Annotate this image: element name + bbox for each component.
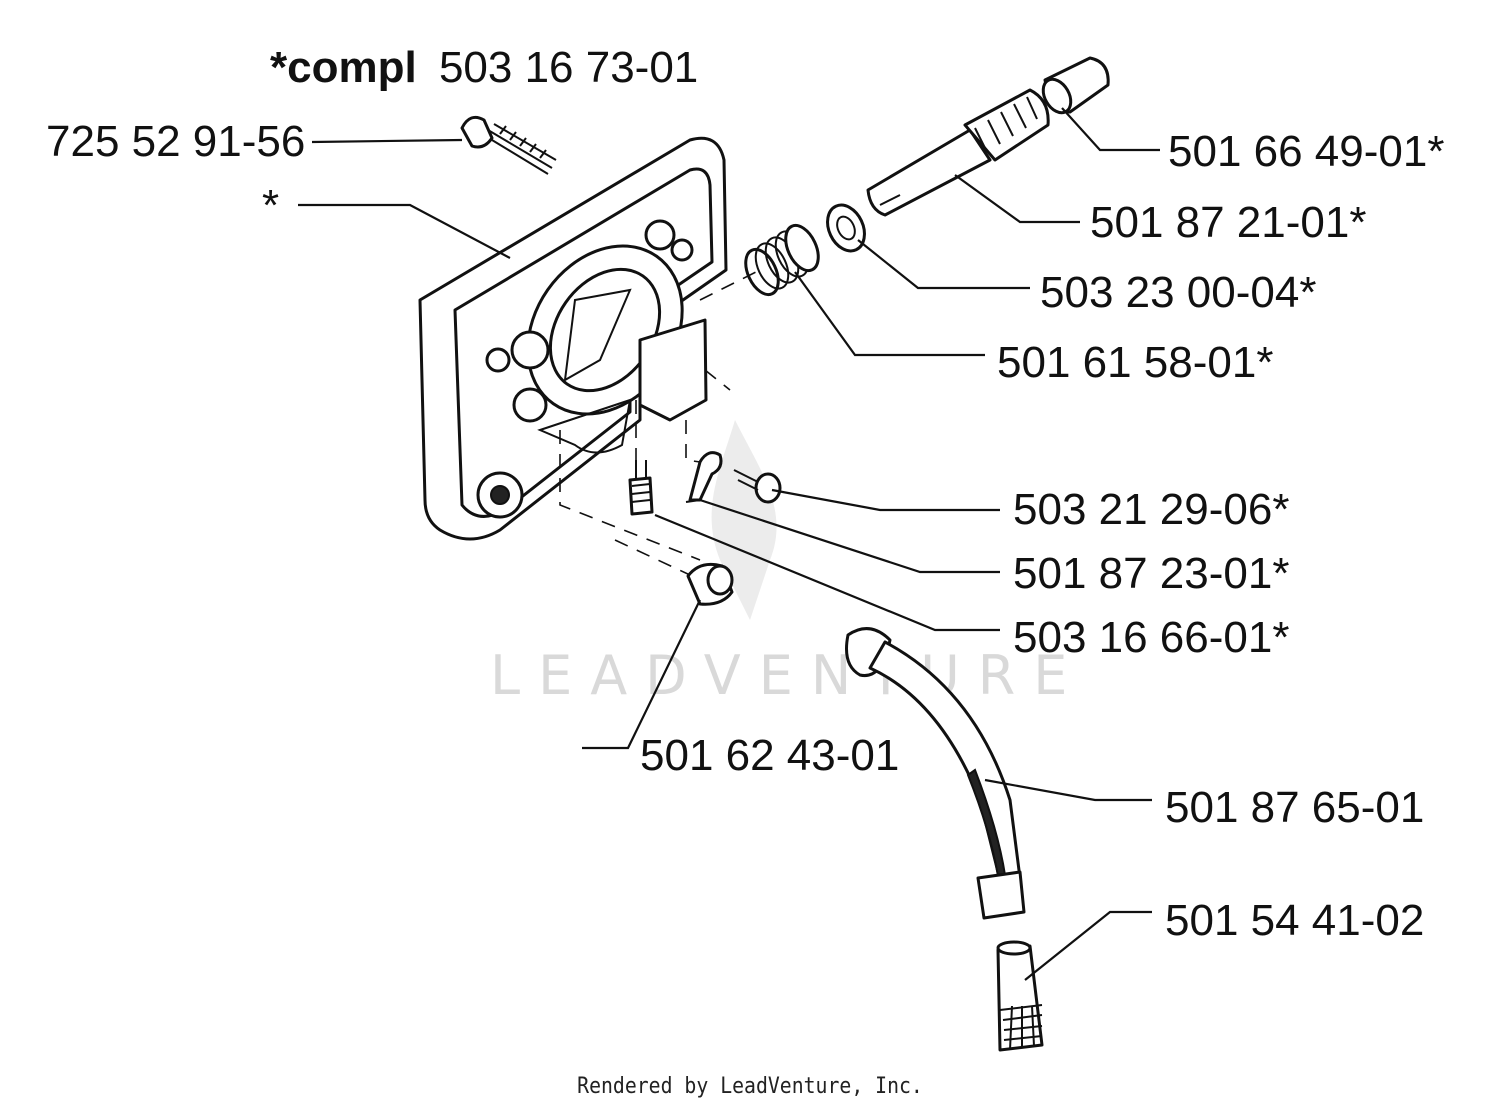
shaft-cap: [1041, 56, 1110, 115]
watermark-text: LEADVENTURE: [490, 644, 1085, 707]
leader-lines: [298, 107, 1160, 981]
pump-shaft: [866, 88, 1050, 217]
pump-housing: [418, 136, 728, 541]
assembly-prefix: *compl: [270, 43, 417, 92]
label-clip: 501 87 23-01*: [1013, 549, 1289, 598]
spring: [744, 223, 820, 297]
oil-filter: [996, 940, 1044, 1052]
footer-credit: Rendered by LeadVenture, Inc.: [577, 1074, 923, 1099]
label-washer: 503 23 00-04*: [1040, 268, 1316, 317]
assembly-lines: [559, 269, 761, 576]
housing-screw: [460, 115, 557, 175]
small-screw: [733, 469, 782, 504]
label-plug: 501 62 43-01: [640, 731, 899, 780]
clip: [685, 451, 723, 503]
plug: [686, 562, 734, 606]
label-shaft-cap: 501 66 49-01*: [1168, 127, 1444, 176]
assembly-number: 503 16 73-01: [439, 43, 698, 92]
adjuster-screw: [628, 460, 654, 516]
label-adjuster-screw: 503 16 66-01*: [1013, 613, 1289, 662]
label-spring: 501 61 58-01*: [997, 338, 1273, 387]
label-oil-filter: 501 54 41-02: [1165, 896, 1424, 945]
washer: [826, 203, 866, 253]
label-oil-hose: 501 87 65-01: [1165, 783, 1424, 832]
label-housing-screw: 725 52 91-56: [46, 117, 305, 166]
label-pump-shaft: 501 87 21-01*: [1090, 198, 1366, 247]
part-labels: 725 52 91-56 * 501 66 49-01* 501 87 21-0…: [46, 117, 1444, 945]
oil-hose: [845, 627, 1026, 920]
label-housing: *: [262, 181, 279, 230]
assembly-header: *compl 503 16 73-01: [270, 43, 698, 92]
label-small-screw: 503 21 29-06*: [1013, 485, 1289, 534]
